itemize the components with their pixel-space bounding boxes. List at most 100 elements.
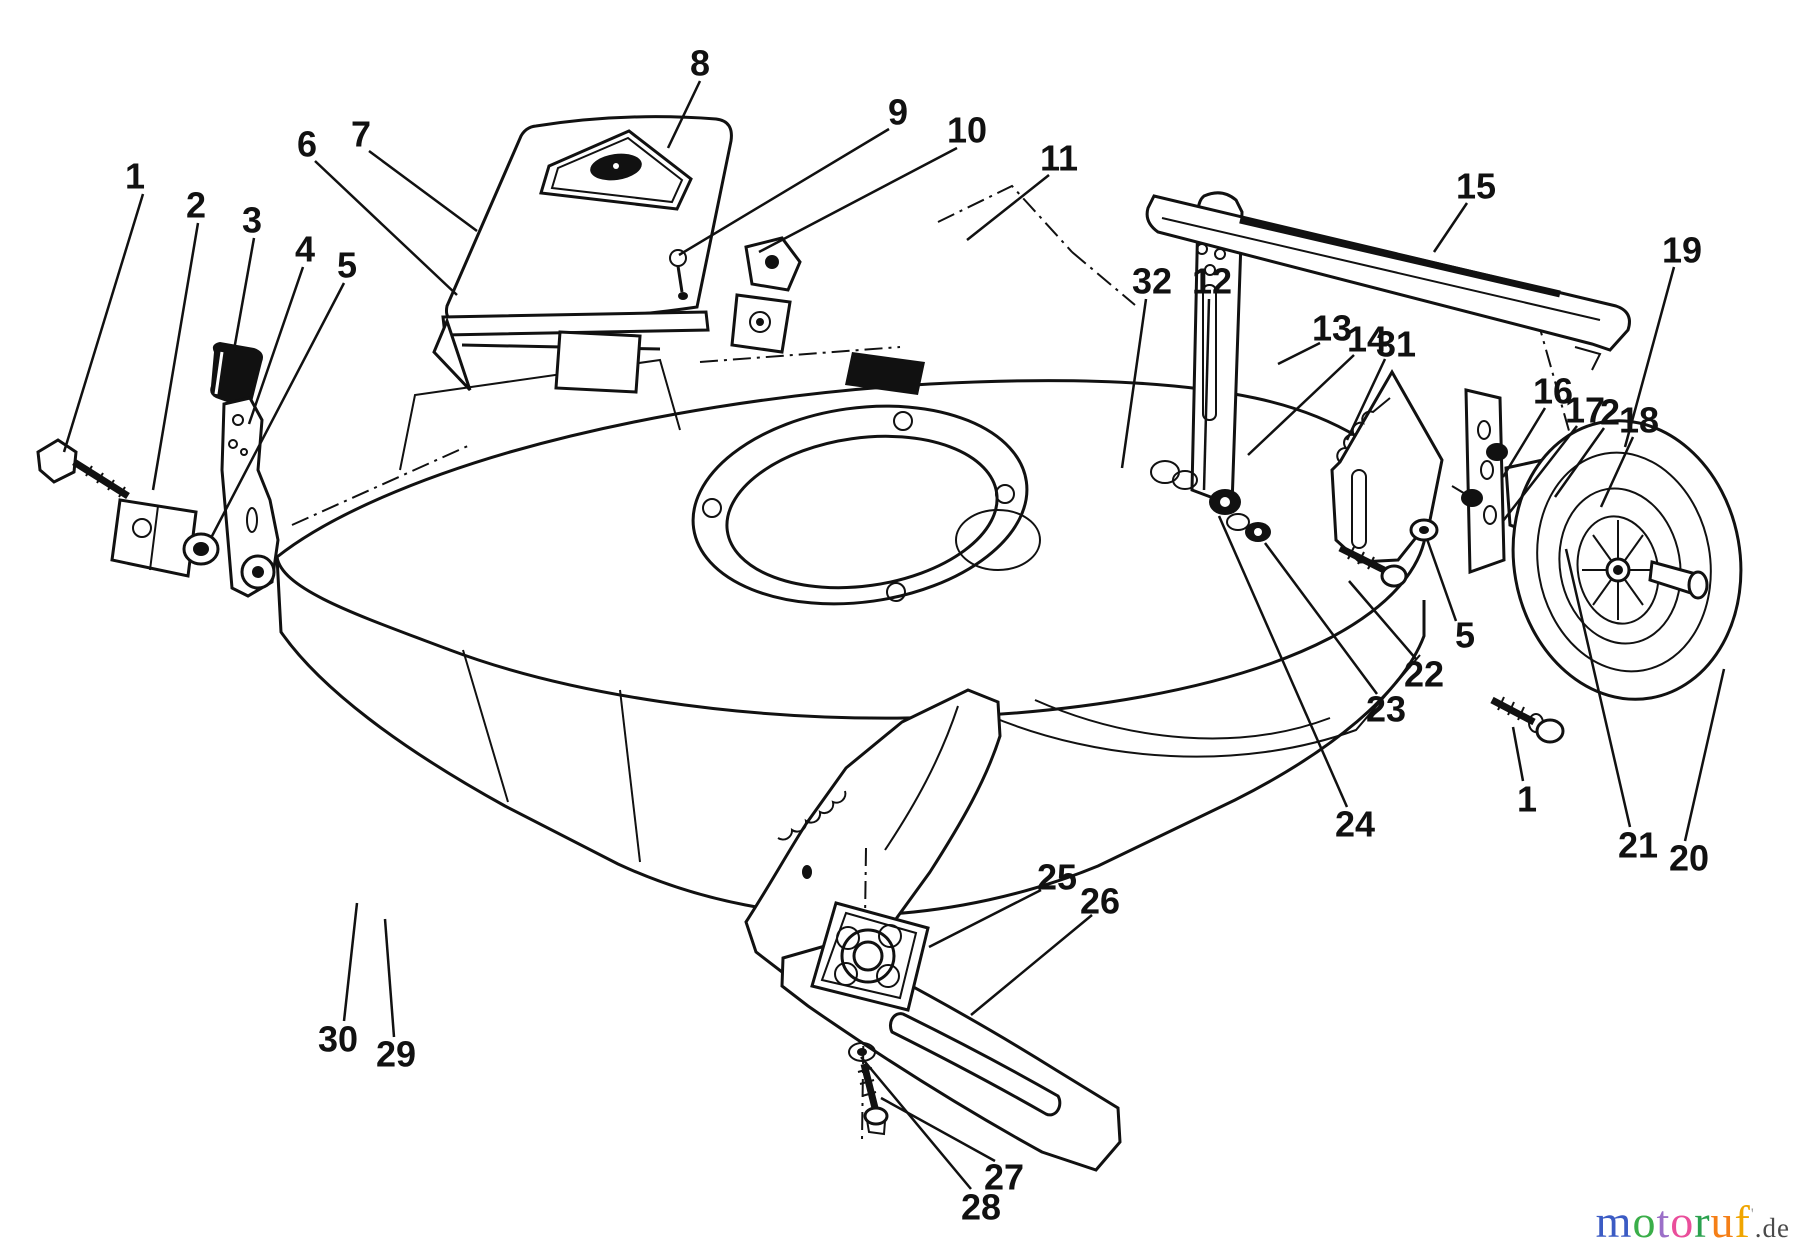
- deck-skirt-fold-2: [619, 689, 641, 863]
- watermark-letter-1: o: [1632, 1196, 1657, 1247]
- watermark-tm-mark: ': [1750, 1206, 1755, 1223]
- callout-leader-4-3: [247, 266, 305, 425]
- watermark-suffix: .de: [1754, 1213, 1790, 1243]
- callout-leader-14-14: [1247, 354, 1355, 456]
- deck-rear-arc-1: [1034, 699, 1331, 740]
- bolt-22-thread-2: [1357, 551, 1365, 565]
- bolt-22-thread-3: [1367, 556, 1375, 570]
- callout-label-25-29: 25: [1037, 857, 1077, 898]
- callout-leader-11-10: [966, 174, 1050, 241]
- bolt-1r-thread-2: [1507, 701, 1515, 716]
- cover-hinge-bracket: [845, 352, 925, 395]
- callout-leader-31-15: [1345, 358, 1387, 441]
- callout-leader-8-7: [666, 80, 702, 149]
- callout-leader-23-24: [1263, 542, 1379, 695]
- bolt-1-thread-4: [118, 486, 126, 498]
- bracket-part10-lower-hole-center: [756, 318, 764, 326]
- callout-leader-26-30: [970, 914, 1093, 1016]
- blade-screw-shaft: [860, 1063, 879, 1109]
- side-plate-hole-1: [1477, 420, 1491, 440]
- callout-label-15-16: 15: [1456, 166, 1496, 207]
- washer-23-outer: [1226, 513, 1250, 531]
- wheel-rim: [1558, 487, 1682, 645]
- callout-leader-7-6: [368, 149, 478, 233]
- hub-center-hole: [1613, 565, 1623, 575]
- callout-leader-13-13: [1277, 341, 1321, 366]
- blade-washer: [848, 1042, 876, 1062]
- callout-label-6-5: 6: [297, 124, 317, 165]
- support-hub-lobe-3: [876, 964, 900, 988]
- grip-3: [210, 342, 263, 408]
- pleated-wall-hole: [802, 865, 812, 879]
- bolt-1-thread-3: [107, 479, 115, 491]
- lever-4-hole-2: [228, 439, 238, 449]
- adjuster-teeth: [1336, 397, 1391, 463]
- callout-leader-6-5: [314, 160, 458, 296]
- callout-label-24-25: 24: [1335, 804, 1375, 845]
- arm-hole-5: [1204, 264, 1216, 276]
- callout-label-3-2: 3: [242, 200, 262, 241]
- bolt-1-head: [36, 438, 78, 484]
- watermark-letter-0: m: [1595, 1196, 1633, 1247]
- callout-leader-17-18: [1502, 425, 1578, 522]
- callout-leader-12-12: [1202, 298, 1211, 491]
- callout-label-20-28: 20: [1669, 838, 1709, 879]
- rail-inner-line: [1161, 217, 1601, 321]
- callout-label-11-10: 11: [1040, 138, 1078, 179]
- callout-label-18-20: 18: [1619, 400, 1659, 441]
- callout-label-2-19: 2: [1600, 392, 1620, 433]
- lever-4-boss-hole: [252, 566, 264, 578]
- callout-leader-32-11: [1120, 298, 1148, 469]
- grip-3-notch: [214, 351, 224, 395]
- callout-leader-15-16: [1432, 202, 1469, 253]
- deck-front-wall: [399, 358, 681, 471]
- callout-leader-20-28: [1683, 668, 1726, 842]
- callout-leader-22-23: [1348, 580, 1417, 660]
- rail-top-stripe: [1239, 216, 1561, 298]
- callout-leader-25-29: [928, 888, 1042, 949]
- callout-label-10-9: 10: [947, 110, 987, 151]
- callout-label-5-4: 5: [337, 245, 357, 286]
- bracket-part10-upper-hole: [765, 255, 779, 269]
- watermark-letter-5: u: [1710, 1196, 1735, 1247]
- watermark-letter-2: t: [1656, 1196, 1671, 1247]
- callout-leader-18-20: [1599, 436, 1635, 508]
- callout-leader-29-33: [383, 918, 396, 1038]
- callout-label-31-15: 31: [1376, 324, 1416, 365]
- block-2-edge: [149, 505, 159, 571]
- callout-leader-1-0: [62, 193, 145, 453]
- callout-leader-27-31: [880, 1096, 996, 1163]
- bolt-1-thread-1: [85, 465, 93, 477]
- wheel-axis-centerline: [1536, 317, 1601, 541]
- callout-label-1-26: 1: [1517, 779, 1537, 820]
- callout-label-12-12: 12: [1192, 261, 1232, 302]
- cover-logo-window-inner: [550, 136, 684, 204]
- callout-label-5-22: 5: [1455, 615, 1475, 656]
- discharge-cover: [432, 115, 925, 395]
- callout-leader-10-9: [758, 146, 958, 254]
- callout-label-32-11: 32: [1132, 261, 1172, 302]
- callout-label-13-13: 13: [1312, 308, 1352, 349]
- blade-screw-thread-2: [859, 1079, 875, 1085]
- lever-4-hole-3: [240, 448, 248, 456]
- arm-nut-hole: [1220, 497, 1230, 507]
- callout-label-17-18: 17: [1565, 390, 1605, 431]
- callout-leader-2-19: [1553, 427, 1606, 498]
- callout-label-28-32: 28: [961, 1187, 1001, 1228]
- bracket-part10-lower-hole: [749, 311, 771, 333]
- adjuster-slot: [1351, 469, 1367, 549]
- tire-sidewall: [1536, 451, 1712, 673]
- callout-label-29-33: 29: [376, 1034, 416, 1075]
- cover-logo-dot: [613, 163, 619, 169]
- callout-label-26-30: 26: [1080, 881, 1120, 922]
- watermark-letters: motoruf: [1596, 1196, 1751, 1247]
- side-plate-hole-3: [1483, 505, 1497, 525]
- watermark-motoruf: motoruf'.de: [1596, 1195, 1790, 1248]
- rail-body: [1145, 194, 1631, 352]
- ring-boss-4: [886, 582, 906, 602]
- blade-slot: [888, 1012, 1062, 1117]
- deck-boss-circle: [955, 509, 1041, 571]
- callout-leader-24-25: [1217, 515, 1349, 808]
- callout-label-4-3: 4: [295, 229, 315, 270]
- blade-washer-hole: [857, 1048, 867, 1056]
